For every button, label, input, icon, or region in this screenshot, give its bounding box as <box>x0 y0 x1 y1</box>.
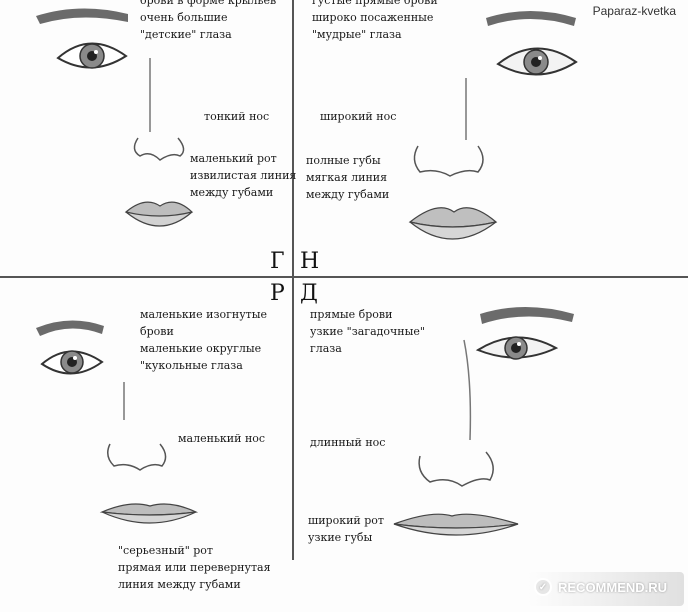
eye-sketch-r <box>36 320 104 375</box>
label-mouth-d: широкий рот узкие губы <box>308 514 385 544</box>
recommend-badge-text: RECOMMEND.RU <box>558 579 668 595</box>
lips-sketch-d <box>393 513 519 536</box>
label-mouth-n: полные губы мягкая линия между губами <box>306 154 390 201</box>
nose-sketch-g <box>133 137 185 161</box>
lips-sketch-g <box>124 201 194 227</box>
quadrant-letter-g: Г <box>270 249 285 274</box>
eye-sketch-d <box>475 307 574 360</box>
label-nose-r: маленький нос <box>178 432 266 445</box>
lips-sketch-n <box>408 207 498 240</box>
label-nose-d: длинный нос <box>310 436 386 449</box>
eye-sketch-g <box>36 8 128 69</box>
recommend-badge-background <box>528 572 684 606</box>
nose-line-d <box>463 339 472 441</box>
nose-sketch-d <box>418 451 494 487</box>
nose-sketch-n <box>413 145 484 177</box>
recommend-logo-icon: ✓ <box>534 578 552 596</box>
label-mouth-g: маленький рот извилистая линия между губ… <box>190 152 297 199</box>
label-eyes-d: прямые брови узкие "загадочные" глаза <box>310 308 425 355</box>
label-eyes-r: маленькие изогнутые брови маленькие окру… <box>140 308 268 372</box>
recommend-badge: ✓ RECOMMEND.RU <box>534 578 667 596</box>
label-mouth-r: "серьезный" рот прямая или перевернутая … <box>118 544 271 591</box>
label-eyes-n: густые прямые брови широко посаженные "м… <box>312 0 438 41</box>
quadrant-letter-d: Д <box>300 281 318 306</box>
quadrant-letter-r: Р <box>270 281 285 306</box>
lips-sketch-r <box>99 503 199 524</box>
nose-sketch-r <box>107 443 167 471</box>
label-nose-n: широкий нос <box>320 110 397 123</box>
author-watermark: Paparaz-kvetka <box>592 4 676 18</box>
eye-sketch-n <box>486 11 578 76</box>
quadrant-letter-n: Н <box>300 249 320 274</box>
label-nose-g: тонкий нос <box>204 110 270 123</box>
label-eyes-g: брови в форме крыльев очень большие "дет… <box>140 0 277 41</box>
